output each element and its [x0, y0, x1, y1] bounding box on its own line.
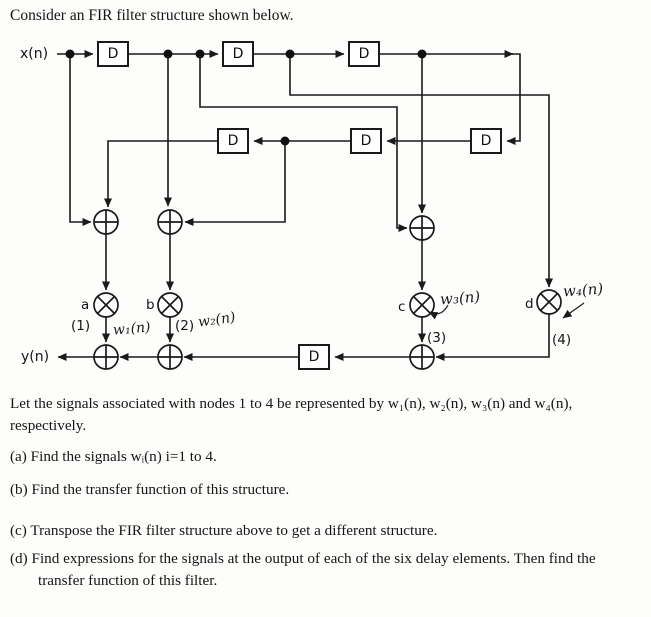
w1-annotation: w₁(n) [112, 319, 152, 339]
w4-annotation: w₄(n) [562, 279, 604, 301]
coeff-a-label: a [81, 297, 90, 313]
delay-box: D [222, 41, 254, 67]
output-label: y(n) [21, 349, 50, 365]
w3-annotation: w₃(n) [439, 287, 481, 309]
question-a: (a) Find the signals wᵢ(n) i=1 to 4. [10, 448, 217, 465]
fir-filter-diagram [57, 49, 585, 370]
delay-box: D [97, 41, 129, 67]
question-d: (d) Find expressions for the signals at … [10, 550, 596, 589]
coeff-d-label: d [525, 296, 534, 312]
delay-box: D [298, 344, 330, 370]
delay-box: D [350, 128, 382, 154]
intro-text: Let the signals associated with nodes 1 … [10, 395, 573, 434]
node-4-label: (4) [552, 332, 572, 348]
coeff-c-label: c [398, 299, 406, 315]
node-3-label: (3) [427, 330, 447, 346]
delay-box: D [217, 128, 249, 154]
coeff-b-label: b [146, 297, 155, 313]
problem-statement: Consider an FIR filter structure shown b… [10, 7, 294, 24]
delay-box: D [348, 41, 380, 67]
node-2-label: (2) [175, 318, 195, 334]
delay-box: D [470, 128, 502, 154]
node-1-label: (1) [71, 318, 91, 334]
question-b: (b) Find the transfer function of this s… [10, 481, 290, 498]
question-c: (c) Transpose the FIR filter structure a… [10, 522, 438, 539]
input-label: x(n) [20, 46, 49, 62]
